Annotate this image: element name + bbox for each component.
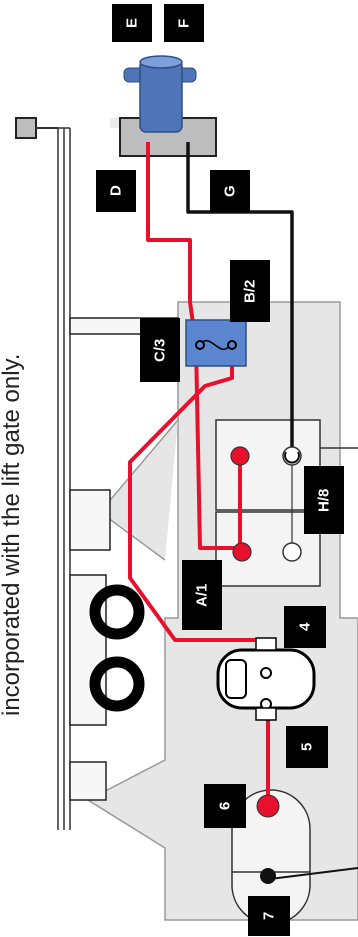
label-A1: A/1 bbox=[182, 560, 222, 630]
label-4: 4 bbox=[284, 606, 326, 648]
label-H8: H/8 bbox=[304, 466, 344, 534]
ground-wire bbox=[186, 142, 294, 456]
diagram-caption: incorporated with the lift gate only. bbox=[0, 353, 25, 717]
label-5: 5 bbox=[286, 726, 328, 768]
terminal-box-upper bbox=[215, 419, 321, 511]
hydraulic-pump-icon bbox=[139, 55, 183, 133]
solenoid-icon bbox=[216, 637, 316, 721]
terminal-icons bbox=[230, 446, 302, 562]
wire-coils bbox=[89, 584, 145, 712]
label-B2: B/2 bbox=[230, 260, 270, 322]
label-D: D bbox=[96, 170, 136, 212]
tank-port-icon bbox=[256, 794, 280, 818]
label-6: 6 bbox=[204, 784, 246, 828]
label-E: E bbox=[112, 4, 152, 42]
connector-icon bbox=[15, 117, 37, 139]
fuse-holder-icon bbox=[185, 319, 247, 367]
label-G: G bbox=[210, 170, 250, 212]
frame-brackets bbox=[69, 317, 179, 801]
label-7: 7 bbox=[248, 896, 290, 936]
label-C3: C/3 bbox=[140, 318, 180, 382]
frame-rails bbox=[40, 127, 71, 830]
label-F: F bbox=[164, 4, 204, 42]
